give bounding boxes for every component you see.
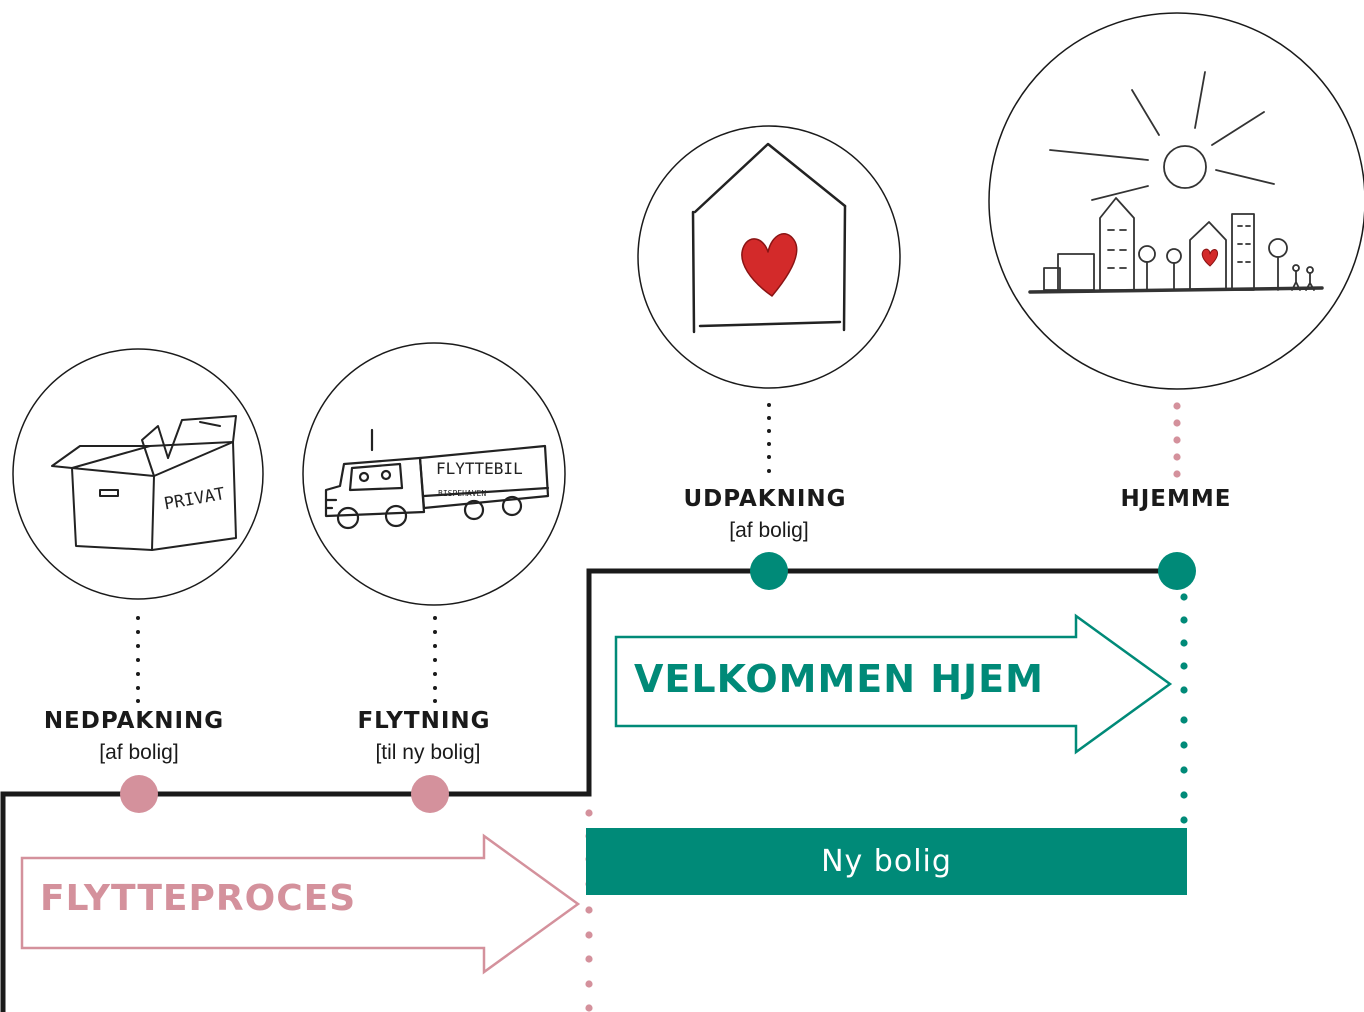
nedpakning-subtitle: [af bolig] [99,741,179,764]
nedpakning-title: NEDPAKNING [43,708,225,734]
udpakning-title: UDPAKNING [683,486,847,512]
udpakning-marker [750,552,788,590]
ny-bolig-bar-bg [586,828,1187,895]
velkommen-arrow [614,613,1173,755]
velkommen-hjem-label: VELKOMMEN HJEM [634,657,1044,701]
flytteproces-arrow [20,833,581,975]
truck-sketch-label: FLYTTEBIL [436,459,523,478]
hjemme-title: HJEMME [1120,486,1232,512]
flytning-subtitle: [til ny bolig] [375,741,481,764]
truck-sketch-sublabel: BISPEHAVEN [438,489,486,498]
flytning-title: FLYTNING [357,708,491,734]
flytning-circle: FLYTTEBIL BISPEHAVEN [302,342,566,606]
sunny-city-sketch-icon [1028,71,1324,294]
hjemme-circle [988,12,1364,390]
dotted-divider-teal [1180,593,1188,824]
hjemme-marker [1158,552,1196,590]
flytteproces-label: FLYTTEPROCES [40,878,357,919]
moving-truck-sketch-icon: FLYTTEBIL BISPEHAVEN [324,428,550,530]
hjemme-connector [1173,402,1181,478]
udpakning-subtitle: [af bolig] [729,519,809,542]
nedpakning-marker [120,775,158,813]
flytning-connector [433,616,437,703]
nedpakning-circle: PRIVAT [12,348,264,600]
ny-bolig-bar: Ny bolig [586,828,1187,895]
udpakning-circle [637,125,901,389]
flytning-marker [411,775,449,813]
house-heart-sketch-icon [691,142,847,334]
nedpakning-connector [136,616,140,703]
ny-bolig-label: Ny bolig [821,844,952,879]
udpakning-connector [767,403,771,473]
